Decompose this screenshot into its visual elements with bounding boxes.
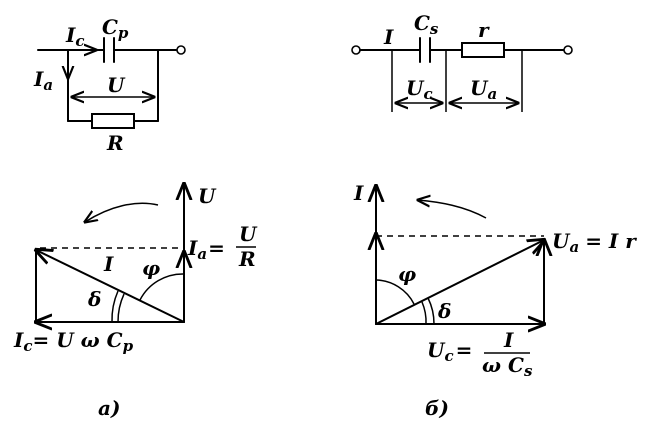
phasor-U-b xyxy=(375,240,544,325)
resistor-r xyxy=(461,42,505,58)
caption-b: б) xyxy=(425,396,449,420)
label-I-a: I xyxy=(103,252,114,276)
circuit-b: I Cs r Uc Ua xyxy=(351,11,573,112)
label-delta-b: δ xyxy=(437,299,451,323)
phasor-diagram-a: U Ia= U R I φ δ Ic= U ω Cp xyxy=(13,184,258,355)
label-Uc: Uc xyxy=(406,76,433,103)
angle-arc-delta-b-2 xyxy=(421,301,427,325)
phasor-I-a xyxy=(36,250,185,323)
label-U-phasor: U xyxy=(198,184,217,208)
svg-text:U: U xyxy=(239,222,258,246)
label-I-phasor-b: I xyxy=(353,181,364,205)
phasor-diagram-b: I Ua= I r φ δ Uc= I ω Cs xyxy=(353,181,637,380)
label-Ic-formula: Ic= U ω Cp xyxy=(13,328,134,355)
svg-text:ω Cs: ω Cs xyxy=(482,353,533,380)
caption-a: а) xyxy=(98,396,120,420)
svg-text:R: R xyxy=(238,247,256,271)
svg-text:Ia=: Ia= xyxy=(187,236,225,263)
svg-text:Uc=: Uc= xyxy=(427,338,472,365)
label-I-b: I xyxy=(383,25,394,49)
terminal-a xyxy=(176,45,186,55)
label-phi-a: φ xyxy=(142,256,160,280)
rotation-arrow-a xyxy=(85,202,159,222)
label-Ic: Ic xyxy=(65,23,85,50)
angle-arc-phi-a xyxy=(139,273,185,301)
label-Cp: Cp xyxy=(102,15,129,42)
angle-arc-delta-b-1 xyxy=(427,297,435,325)
label-Cs: Cs xyxy=(414,11,439,38)
label-Ua: Ua xyxy=(470,76,497,103)
angle-arc-delta-a-2 xyxy=(111,290,119,323)
label-R: R xyxy=(106,131,124,155)
label-Ia-formula: Ia= U R xyxy=(187,222,258,271)
rotation-arrow-b xyxy=(418,200,487,219)
circuit-a: Ic Cp Ia U R xyxy=(33,15,186,155)
label-U: U xyxy=(107,73,126,97)
label-Ua-formula: Ua= I r xyxy=(552,229,637,256)
terminal-b-right xyxy=(563,45,573,55)
label-delta-a: δ xyxy=(87,287,101,311)
svg-text:I: I xyxy=(503,328,514,352)
label-Ia: Ia xyxy=(33,67,53,94)
angle-arc-delta-a-1 xyxy=(117,293,125,323)
label-phi-b: φ xyxy=(398,262,416,286)
label-r: r xyxy=(478,18,490,42)
label-Uc-formula: Uc= I ω Cs xyxy=(427,328,533,380)
angle-arc-phi-b xyxy=(375,279,415,305)
resistor-R xyxy=(91,113,135,129)
terminal-b-left xyxy=(351,45,361,55)
